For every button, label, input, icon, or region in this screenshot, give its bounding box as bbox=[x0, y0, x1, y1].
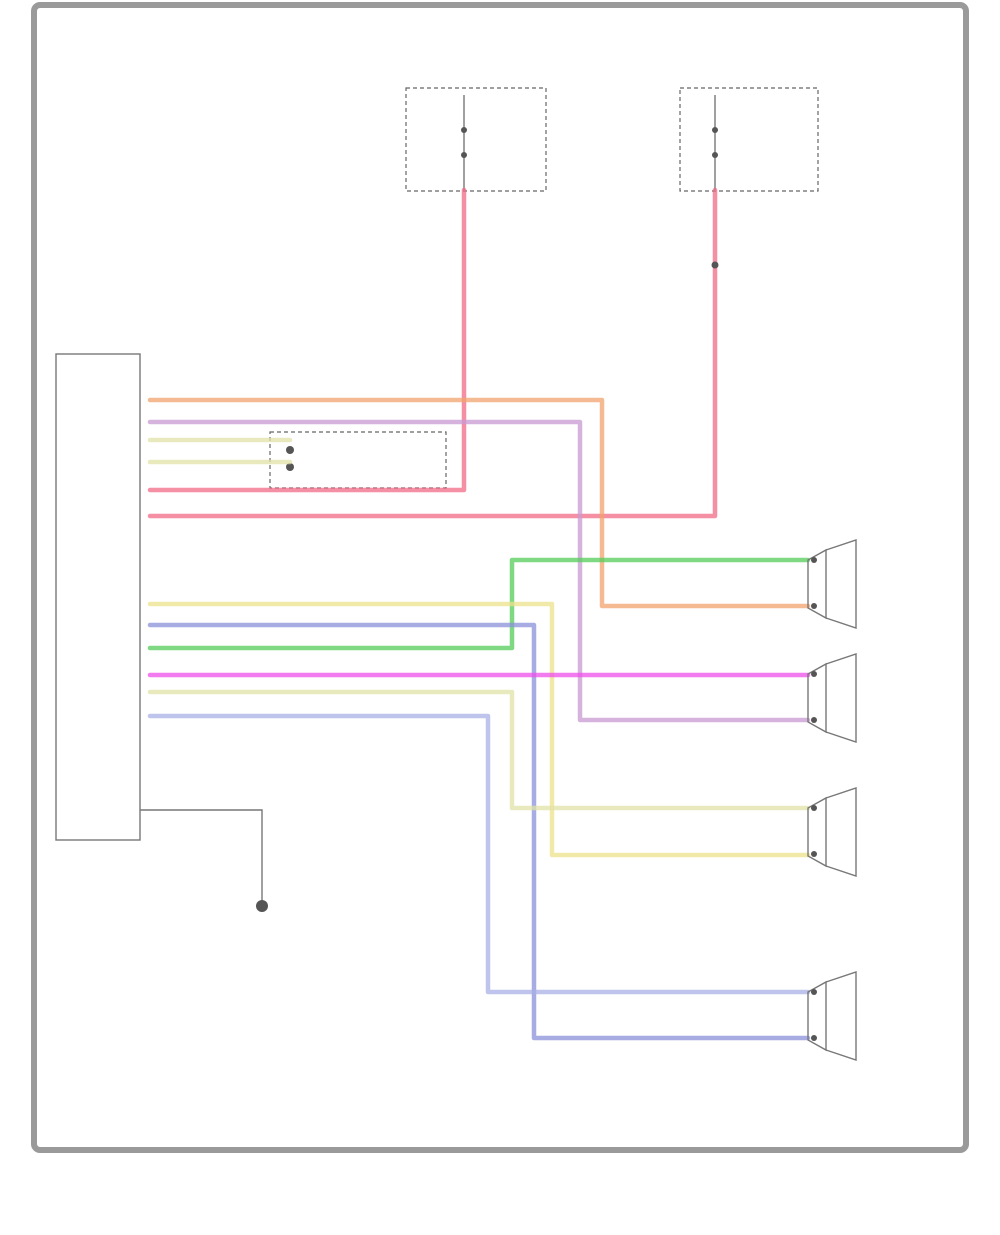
wire-ltgreen-lr bbox=[147, 689, 811, 811]
fuse-right-terminal-2 bbox=[712, 152, 718, 158]
speaker-icon bbox=[807, 539, 857, 629]
diagram-border bbox=[31, 2, 969, 1153]
wire-ltblue-rr bbox=[147, 713, 811, 995]
radio-module bbox=[55, 353, 141, 841]
fuse-left-terminal bbox=[461, 127, 467, 133]
switch-contact-1 bbox=[286, 446, 294, 454]
wire-orange-lf bbox=[147, 397, 811, 609]
speaker-icon bbox=[807, 787, 857, 877]
lights-switch-box bbox=[269, 431, 447, 489]
speaker-icon bbox=[807, 653, 857, 743]
fuse-box-left bbox=[405, 87, 547, 192]
switch-contact-2 bbox=[286, 463, 294, 471]
wire-violet-rf bbox=[147, 419, 811, 723]
wire-yellow-lr bbox=[147, 601, 811, 858]
wire-red-fuse-left bbox=[147, 187, 467, 493]
fuse-box-right bbox=[679, 87, 819, 192]
wires bbox=[147, 187, 811, 1041]
fuse-right-terminal bbox=[712, 127, 718, 133]
ground-icon bbox=[256, 900, 268, 912]
ground-wire bbox=[140, 809, 263, 905]
splice-dot bbox=[711, 261, 719, 269]
wire-blue-rr bbox=[147, 622, 811, 1041]
speaker-icon bbox=[807, 971, 857, 1061]
fuse-left-terminal-2 bbox=[461, 152, 467, 158]
wire-red-fuse-right bbox=[147, 187, 718, 519]
